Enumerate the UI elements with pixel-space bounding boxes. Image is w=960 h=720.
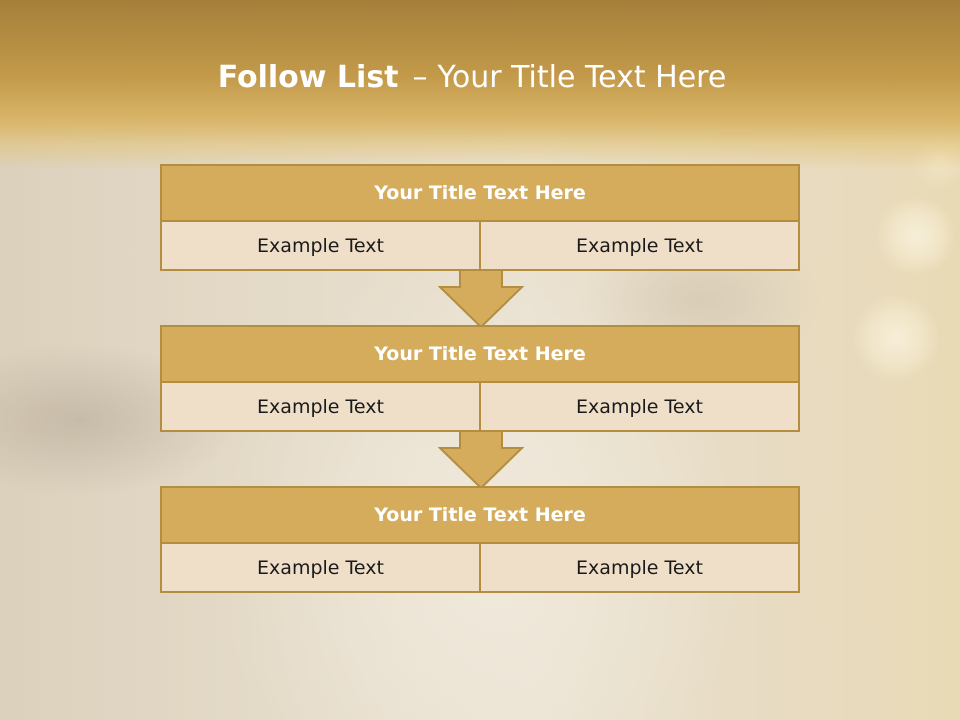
header-band bbox=[0, 0, 960, 170]
block-cell-right: Example Text bbox=[479, 544, 798, 591]
block-title: Your Title Text Here bbox=[160, 325, 800, 383]
list-block-3: Your Title Text Here Example Text Exampl… bbox=[160, 486, 800, 593]
block-cell-left: Example Text bbox=[257, 395, 384, 418]
block-cell-left: Example Text bbox=[257, 234, 384, 257]
slide-title-separator: – bbox=[412, 59, 428, 95]
block-cell-left: Example Text bbox=[257, 556, 384, 579]
block-cell-right: Example Text bbox=[479, 383, 798, 430]
block-cell-right: Example Text bbox=[479, 222, 798, 269]
block-row: Example Text Example Text bbox=[160, 222, 800, 271]
slide-title: Follow List – Your Title Text Here bbox=[0, 52, 952, 102]
block-title: Your Title Text Here bbox=[160, 486, 800, 544]
list-block-2: Your Title Text Here Example Text Exampl… bbox=[160, 325, 800, 432]
down-arrow-icon bbox=[438, 430, 524, 490]
block-row: Example Text Example Text bbox=[160, 383, 800, 432]
list-block-1: Your Title Text Here Example Text Exampl… bbox=[160, 164, 800, 271]
slide-title-rest: Your Title Text Here bbox=[437, 59, 727, 95]
slide-title-bold: Follow List bbox=[217, 59, 399, 95]
down-arrow-icon bbox=[438, 269, 524, 329]
block-row: Example Text Example Text bbox=[160, 544, 800, 593]
block-title: Your Title Text Here bbox=[160, 164, 800, 222]
